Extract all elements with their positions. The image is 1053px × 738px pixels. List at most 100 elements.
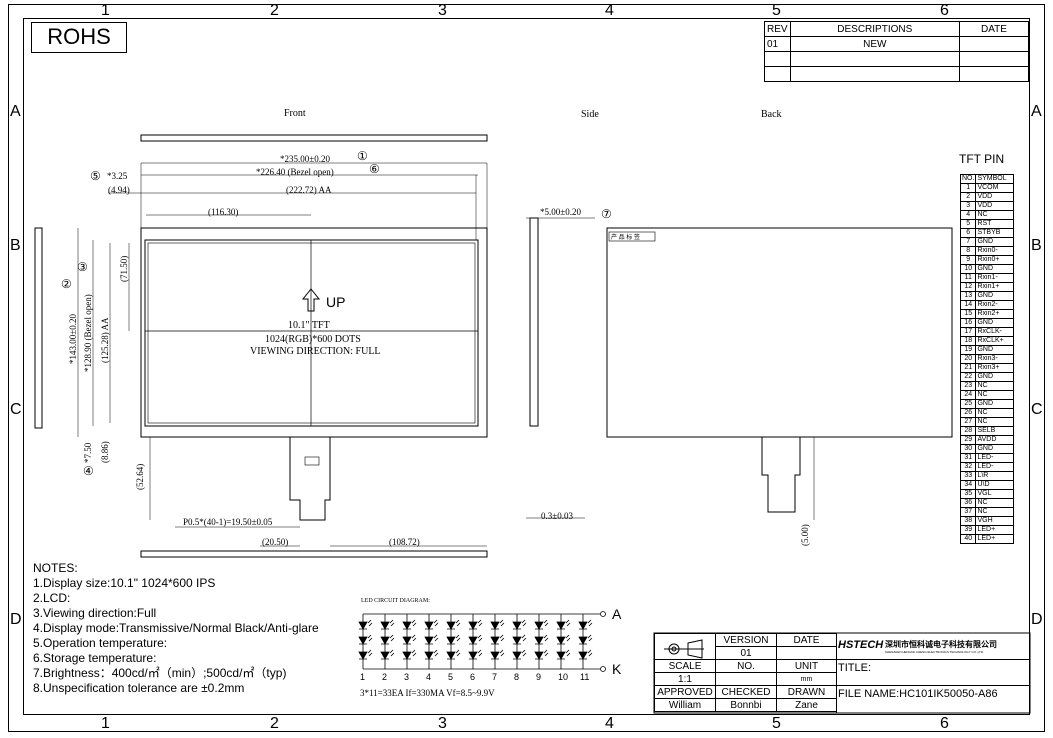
pin-symbol: LED- <box>975 453 1014 463</box>
zone-label-col: 6 <box>940 715 949 732</box>
zone-label-row: C <box>1031 401 1043 418</box>
pin-symbol: NC <box>975 417 1014 427</box>
zone-label-col: 5 <box>772 715 781 732</box>
pin-number: 1 <box>959 183 977 193</box>
led-diode-icon <box>446 636 456 645</box>
zone-label-col: 5 <box>772 2 781 19</box>
unit-value: mm <box>776 672 837 686</box>
pin-symbol: Rxin1- <box>975 273 1014 283</box>
dim-71-50: (71.50) <box>119 255 129 282</box>
led-diode-icon <box>512 651 522 660</box>
pin-number: 20 <box>959 354 977 364</box>
drawn-label: DRAWN <box>776 685 837 699</box>
approved-value: William <box>654 698 716 712</box>
circled-7: ⑦ <box>601 207 612 221</box>
led-column-number: 7 <box>492 672 498 682</box>
pin-number: 32 <box>959 462 977 472</box>
pin-symbol: Rxin2- <box>975 300 1014 310</box>
pin-number: 11 <box>959 273 977 283</box>
front-outline <box>140 227 488 438</box>
led-diode-icon <box>424 621 434 630</box>
zone-label-col: 4 <box>605 2 614 19</box>
no-value <box>715 672 777 686</box>
led-diode-icon <box>578 621 588 630</box>
led-diode-icon <box>402 621 412 630</box>
led-circuit <box>358 611 606 672</box>
pin-number: 29 <box>959 435 977 445</box>
led-diode-icon <box>534 651 544 660</box>
viewing-direction-label: VIEWING DIRECTION: FULL <box>250 346 381 357</box>
led-diode-icon <box>468 651 478 660</box>
dim-bezel-open-height: *128.90 (Bezel open) <box>83 294 93 372</box>
pin-symbol: SELB <box>975 426 1014 436</box>
pin-symbol: LED+ <box>975 534 1014 544</box>
back-fpc <box>761 437 801 513</box>
note-line: NOTES: <box>33 561 78 575</box>
led-diode-icon <box>534 636 544 645</box>
led-column-number: 11 <box>580 672 590 682</box>
panel-size-label: 10.1" TFT <box>288 320 330 331</box>
pin-number: 25 <box>959 399 977 409</box>
led-diode-icon <box>556 621 566 630</box>
pin-number: 9 <box>959 255 977 265</box>
led-column-number: 3 <box>404 672 410 682</box>
version-value: 01 <box>715 646 777 660</box>
pin-symbol: U\D <box>975 480 1014 490</box>
pin-symbol: NC <box>975 408 1014 418</box>
pin-symbol: STBYB <box>975 228 1014 238</box>
front-fpc <box>289 437 331 521</box>
dim-height-total: *143.00±0.20 <box>68 314 78 364</box>
zone-label-col: 2 <box>270 715 279 732</box>
pin-number: 12 <box>959 282 977 292</box>
note-line: 4.Display mode:Transmissive/Normal Black… <box>33 621 319 635</box>
pin-number: 17 <box>959 327 977 337</box>
pin-symbol: NC <box>975 390 1014 400</box>
zone-label-col: 3 <box>438 715 447 732</box>
dim-5-00: (5.00) <box>800 524 810 546</box>
led-diode-icon <box>446 621 456 630</box>
zone-label-row: B <box>1031 237 1042 254</box>
dim-fpc-thickness: 0.3±0.03 <box>541 511 573 521</box>
pin-symbol: NC <box>975 507 1014 517</box>
pin-number: 33 <box>959 471 977 481</box>
pin-number: 21 <box>959 363 977 373</box>
dim-4-94: (4.94) <box>108 185 130 195</box>
circled-5: ⑤ <box>90 169 101 183</box>
pin-number: 26 <box>959 408 977 418</box>
pin-symbol: Rxin3- <box>975 354 1014 364</box>
led-diode-icon <box>578 651 588 660</box>
zone-label-col: 6 <box>940 2 949 19</box>
led-diode-icon <box>380 621 390 630</box>
pin-number: 24 <box>959 390 977 400</box>
rohs-badge: ROHS <box>31 22 127 53</box>
pin-symbol: VGH <box>975 516 1014 526</box>
led-diode-icon <box>512 621 522 630</box>
date-label: DATE <box>776 633 837 647</box>
pin-symbol: Rxin0+ <box>975 255 1014 265</box>
note-line: 3.Viewing direction:Full <box>33 606 157 620</box>
company-name-en: SHENZHEN HENGKE CHENG ELECTRONICS TECHNO… <box>885 650 984 654</box>
zone-label-col: 4 <box>605 715 614 732</box>
pin-symbol: VDD <box>975 192 1014 202</box>
drawing-border <box>8 4 1045 732</box>
drawn-value: Zane <box>776 698 837 712</box>
title-label: TITLE: <box>838 662 872 674</box>
pin-symbol: RST <box>975 219 1014 229</box>
pin-number: 16 <box>959 318 977 328</box>
pin-number: 22 <box>959 372 977 382</box>
circled-2: ② <box>61 277 72 291</box>
